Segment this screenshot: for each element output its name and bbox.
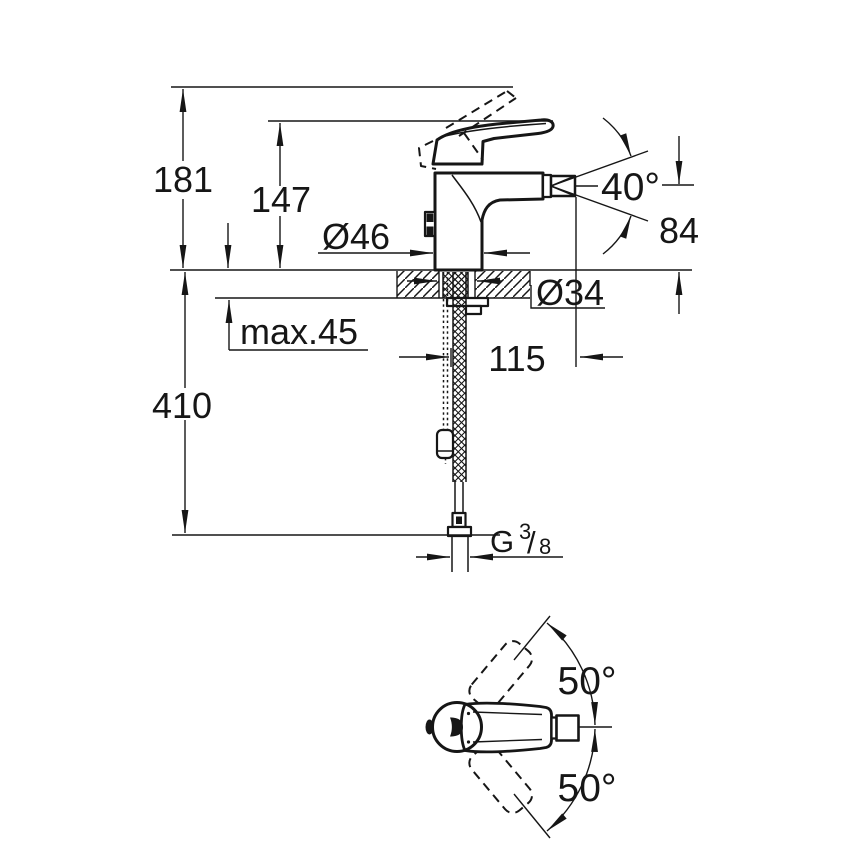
deck-hatch-right — [475, 271, 530, 298]
handle-cap-button — [425, 719, 434, 735]
shank-and-hoses — [435, 272, 490, 572]
dim-label-115: 115 — [488, 338, 545, 379]
connection-nut — [446, 525, 473, 538]
angle-50-ray-upper — [513, 615, 551, 661]
dim-label-50deg-upper: 50° — [558, 660, 617, 703]
body-outline — [433, 171, 545, 272]
lever-outline — [431, 118, 555, 166]
dim-label-181: 181 — [153, 159, 213, 200]
dim-label-50deg-lower: 50° — [558, 767, 617, 810]
dim-label-84: 84 — [659, 210, 699, 251]
handle-end-block — [555, 714, 580, 742]
lever-handle — [431, 118, 555, 166]
angle-40-ray-lower — [550, 185, 649, 222]
faucet-body — [423, 171, 577, 272]
side-clip-top — [426, 213, 434, 222]
handle-arm-inner-b — [472, 738, 543, 743]
angle-50-arc-upper — [546, 622, 598, 726]
raised-lever-heel — [418, 140, 437, 170]
handle-arm-inner-a — [472, 711, 543, 716]
top-view: 50° 50° — [425, 615, 617, 839]
raised-lever-bottom — [458, 97, 517, 137]
hose-right-braid — [453, 272, 466, 482]
side-clip-bottom — [426, 226, 434, 235]
hose-left-end-fitting — [435, 428, 455, 460]
hose-square-drive-core — [456, 516, 462, 524]
handle-cap-logo-mark — [450, 717, 463, 737]
handle-swivel-up-dashed — [468, 640, 534, 710]
front-view: 181 147 410 max.45 Ø46 Ø34 — [152, 86, 699, 572]
g38-letter: G — [490, 524, 514, 559]
dim-label-410: 410 — [152, 385, 212, 426]
dim-label-max45: max.45 — [240, 311, 358, 352]
angle-50-ray-lower — [513, 793, 551, 839]
raised-lever-top — [445, 90, 508, 129]
mounting-nut — [464, 304, 483, 316]
handle-cap-dot-top — [466, 711, 471, 716]
raised-lever-edge — [463, 132, 484, 161]
dim-label-g38: G 3 / 8 — [490, 519, 551, 560]
g38-numerator: 3 — [519, 519, 531, 544]
lever-handle-raised-dashed — [418, 90, 517, 170]
handle-cap-dot-bottom — [466, 740, 471, 744]
front-view-dimensions: 181 147 410 max.45 Ø46 Ø34 — [152, 86, 699, 561]
g38-denominator: 8 — [539, 534, 551, 559]
dim-d34-leader — [530, 285, 605, 309]
dim-label-147: 147 — [251, 179, 311, 220]
angle-40-arc-lower — [602, 215, 632, 255]
dim-label-d34: Ø34 — [536, 272, 604, 313]
handle-top-view — [425, 701, 580, 754]
side-clip — [423, 210, 437, 238]
top-view-dimensions: 50° 50° — [513, 615, 617, 839]
dim-label-d46: Ø46 — [322, 216, 390, 257]
g38-slash: / — [527, 525, 536, 560]
body-inner-contour — [451, 174, 482, 223]
lever-inner-line — [440, 122, 547, 138]
mounting-deck — [396, 271, 531, 298]
angle-40-arc-upper — [602, 117, 632, 157]
deck-hatch-left — [397, 271, 439, 298]
angle-40-ray-upper — [550, 150, 649, 187]
dim-label-40deg: 40° — [601, 166, 660, 209]
angle-50-arc-lower — [546, 728, 598, 832]
raised-lever-tip — [506, 90, 517, 99]
